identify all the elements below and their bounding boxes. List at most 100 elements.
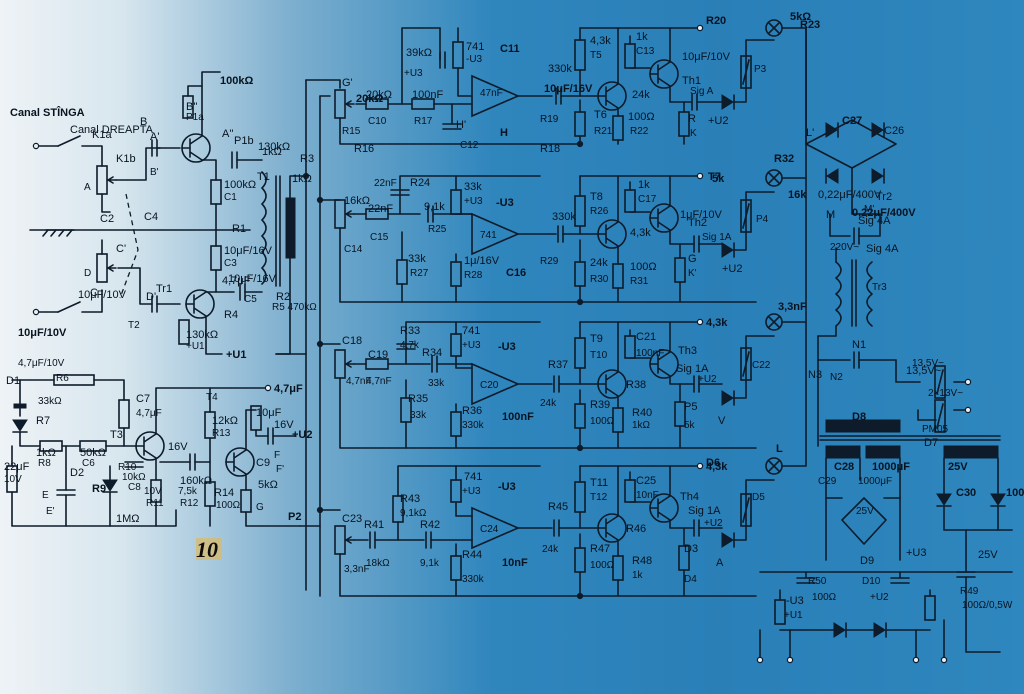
terminal	[32, 142, 40, 150]
terminal	[696, 462, 704, 470]
schematic-label: +U2	[292, 429, 313, 441]
schematic-label: R45	[548, 501, 568, 513]
wire	[965, 576, 1001, 653]
junction-dot	[302, 172, 310, 180]
pot-wiper	[107, 176, 117, 184]
schematic-label: T8	[590, 191, 603, 203]
lamp-v	[765, 313, 783, 331]
op-amp-741-1	[471, 74, 521, 118]
transistor-leads	[597, 221, 619, 247]
schematic-label: R5 470kΩ	[272, 302, 317, 313]
schematic-label: 22nF	[374, 178, 397, 189]
schematic-label: R36	[462, 405, 482, 417]
res-r19	[574, 111, 586, 137]
schematic-label: G'	[342, 77, 353, 89]
res-r16	[411, 98, 435, 110]
schematic-label: +U1	[226, 349, 247, 361]
cap-c30	[956, 571, 976, 578]
wire	[781, 27, 807, 145]
schematic-label: D8	[852, 411, 866, 423]
transformer-core	[275, 175, 281, 287]
schematic-label: V	[718, 415, 726, 427]
lamp-cross	[768, 460, 780, 472]
schematic-label: 50kΩ	[80, 447, 106, 459]
schematic-label: 4,7nF	[346, 376, 372, 387]
schematic-label: +U3	[462, 340, 481, 351]
schematic-label: Tr1	[156, 283, 172, 295]
schematic-label: R27	[410, 268, 429, 279]
schematic-label: Sig 1A	[688, 505, 721, 517]
wire	[858, 213, 881, 237]
wire	[669, 85, 693, 103]
fuse-element	[742, 203, 750, 229]
pot-p4	[334, 349, 346, 379]
transistor-leads	[649, 495, 671, 521]
figure-number-box	[196, 538, 222, 560]
schematic-label: +U3	[906, 547, 927, 559]
schematic-label: 330k	[548, 63, 572, 75]
transformer-tr3-core	[819, 435, 1001, 441]
schematic-label: 10μF/16V	[544, 83, 593, 95]
pot-p2	[334, 89, 346, 119]
schematic-label: 33k	[408, 253, 426, 265]
cap-c22	[369, 531, 376, 549]
terminal	[786, 656, 794, 664]
schematic-label: C29	[818, 476, 837, 487]
fuse-sig-4a-1	[934, 365, 946, 399]
schematic-label: Th2	[688, 217, 707, 229]
figure-number: 10	[196, 537, 218, 562]
wire	[805, 119, 897, 169]
schematic-label: 1k	[632, 570, 644, 581]
wire	[895, 359, 921, 383]
schematic-label: -U3	[466, 54, 483, 65]
junction-dot	[316, 506, 324, 514]
schematic-label: 25V	[978, 549, 998, 561]
schematic-label: P2	[288, 511, 301, 523]
schematic-label: R50	[808, 576, 827, 587]
schematic-label: 4,3k	[706, 317, 728, 329]
schematic-label: D10	[862, 576, 881, 587]
lamp-cross	[768, 22, 780, 34]
schematic-label: D6	[706, 457, 720, 469]
schematic-label: +U2	[722, 263, 743, 275]
wire	[399, 175, 541, 191]
schematic-label: 33k	[410, 410, 427, 421]
pot-wiper	[345, 210, 355, 218]
schematic-label: N2	[830, 372, 843, 383]
cap-c12	[555, 87, 562, 105]
schematic-label: 10μF/16V	[224, 245, 273, 257]
thyristor-th1	[721, 94, 734, 110]
cap-c1	[151, 139, 158, 157]
schematic-label: K1a	[92, 129, 112, 141]
schematic-label: E'	[46, 506, 55, 517]
schematic-label: P3	[754, 64, 767, 75]
res-r25	[450, 189, 462, 215]
res-r46	[624, 479, 636, 503]
wire	[115, 147, 161, 181]
wire	[405, 321, 541, 345]
schematic-label: 4,7nF	[366, 376, 392, 387]
schematic-label: R10	[118, 462, 137, 473]
res-r18	[574, 39, 586, 71]
res-r6	[6, 465, 18, 493]
schematic-label: G	[688, 253, 697, 265]
schematic-label: R38	[626, 379, 646, 391]
chassis-ground	[42, 229, 75, 237]
schematic-label: +U2	[698, 374, 717, 385]
terminal	[696, 24, 704, 32]
schematic-label: 4,7μF	[222, 275, 251, 287]
transformer-tr3-secondary	[943, 445, 999, 459]
wire	[117, 267, 153, 305]
schematic-label: 20kΩ	[366, 89, 392, 101]
schematic-label: T10	[590, 350, 608, 361]
pot-wiper	[345, 100, 355, 108]
schematic-label: L'	[806, 127, 814, 139]
fuse-element	[742, 497, 750, 523]
schematic-label: D'	[146, 291, 156, 303]
schematic-label: 130kΩ	[258, 141, 290, 153]
pot-wiper	[345, 360, 355, 368]
transistor-leads	[597, 83, 619, 109]
schematic-label: 100Ω	[628, 111, 655, 123]
res-r43	[450, 555, 462, 581]
schematic-label: R32	[774, 153, 794, 165]
